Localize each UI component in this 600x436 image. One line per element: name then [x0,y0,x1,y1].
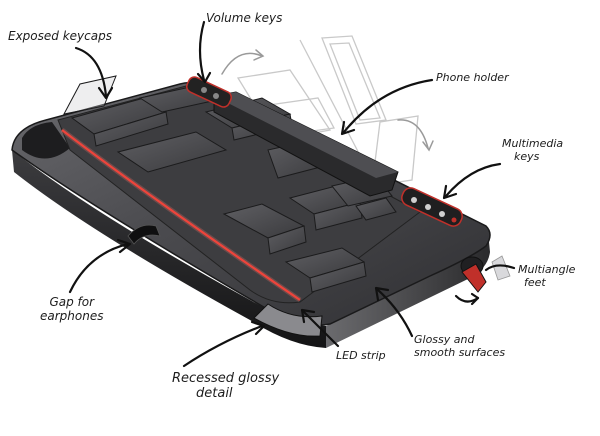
multiangle-foot [460,255,511,293]
label-text: Phone holder [436,71,509,84]
phone-ghost-outline [236,35,419,187]
arrow-led-strip [302,310,340,348]
rotate-arrow-right-head [422,140,434,152]
label-line: detail [196,385,233,401]
arrow-glossy-surfaces [376,288,414,338]
arrow-multiangle-feet [484,264,516,272]
keycap [355,197,397,221]
label-text: Volume keys [206,11,283,25]
arrow-recessed-glossy [182,324,264,368]
arrow-exposed-keycaps [74,46,108,98]
label-line: smooth surfaces [414,345,506,359]
keycap [309,261,367,293]
callout-arrows [68,20,516,368]
led-strip [61,129,301,301]
label-glossy-smooth: Glossy and smooth surfaces [414,333,506,359]
multimedia-keys [401,187,463,227]
arrow-multimedia-keys [444,162,502,198]
recessed-glossy-detail [253,303,323,337]
rotate-arrow-left [221,52,263,75]
arrow-volume-keys [198,20,206,82]
label-multiangle-feet: Multiangle feet [518,263,576,289]
led-strip-glow [60,128,302,303]
label-led-strip: LED strip [336,349,386,363]
phone-holder-block [213,91,399,197]
label-volume-keys: Volume keys [206,11,283,26]
keycap [93,111,169,147]
label-multimedia-keys: Multimedia keys [502,137,564,163]
earphone-gap [127,224,161,245]
label-line: Multimedia [502,137,564,150]
label-line: Glossy and [414,333,475,346]
volume-keys [185,76,233,108]
arrow-phone-holder [342,78,434,134]
rotate-arrow-left-head [253,49,265,61]
keyboard-body [11,81,491,348]
label-exposed-keycaps: Exposed keycaps [8,29,112,44]
label-line: feet [524,275,546,289]
label-text: LED strip [336,349,386,362]
arrow-earphone-gap [68,242,130,294]
label-text: Exposed keycaps [8,29,112,43]
label-recessed-glossy: Recessed glossy detail [172,371,280,402]
label-line: keys [514,149,540,163]
keycap [313,201,363,231]
keycap [63,75,117,115]
label-line: Multiangle [518,263,576,276]
label-line: Recessed glossy [172,371,280,386]
keycap [267,225,307,255]
label-phone-holder: Phone holder [436,71,509,85]
label-gap-for-earphones: Gap for earphones [40,295,104,324]
keycap [116,131,228,173]
label-line: Gap for [49,295,95,309]
label-line: earphones [40,308,104,323]
rotate-arrow-right [397,119,429,149]
